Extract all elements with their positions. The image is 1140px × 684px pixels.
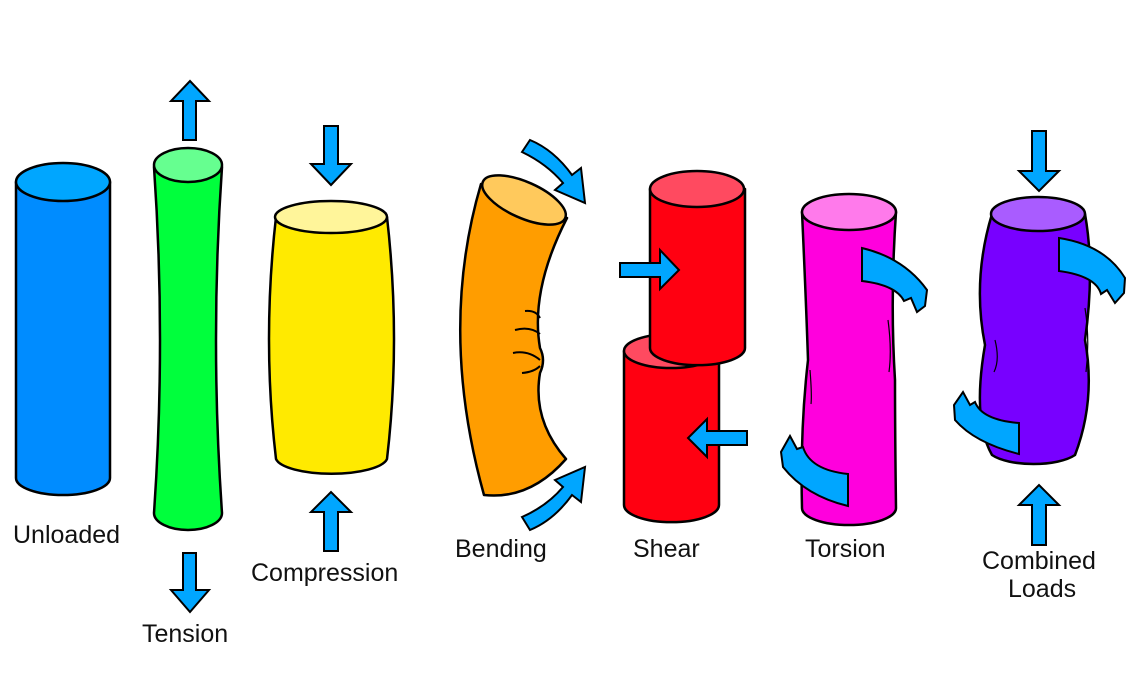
shear-upper-body xyxy=(648,187,747,367)
combined-arrow-bottom-icon xyxy=(952,390,1020,456)
compression-cylinder xyxy=(267,199,396,475)
tension-cylinder xyxy=(152,146,224,532)
combined-arrow-up-icon xyxy=(1016,483,1062,546)
label-combined-line2: Loads xyxy=(1008,575,1076,603)
torsion-top xyxy=(800,192,898,232)
unloaded-body xyxy=(14,180,112,497)
tension-arrow-up-icon xyxy=(168,79,212,141)
combined-top xyxy=(989,195,1087,233)
compression-top xyxy=(273,199,389,235)
torsion-body xyxy=(800,210,898,527)
label-torsion: Torsion xyxy=(805,535,886,563)
torsion-twist-lines xyxy=(809,319,891,405)
combined-arrow-down-icon xyxy=(1016,130,1062,193)
label-tension: Tension xyxy=(142,620,228,648)
torsion-arrow-bottom-icon xyxy=(779,433,849,508)
shear-lower-body xyxy=(622,349,721,524)
tension-arrow-down-icon xyxy=(168,552,212,614)
tension-body xyxy=(152,165,224,532)
bending-cylinder xyxy=(459,174,569,497)
bending-arrow-top-icon xyxy=(520,138,587,205)
bending-body xyxy=(459,182,569,497)
shear-upper-top xyxy=(648,169,746,209)
combined-twist-lines xyxy=(993,307,1089,373)
combined-cylinder xyxy=(978,195,1092,466)
label-combined-line1: Combined xyxy=(982,547,1096,575)
unloaded-cylinder xyxy=(14,161,112,497)
label-bending: Bending xyxy=(455,535,547,563)
bending-arrow-bottom-icon xyxy=(520,465,587,532)
bending-top xyxy=(480,174,568,226)
label-unloaded: Unloaded xyxy=(13,521,120,549)
shear-arrow-right-icon xyxy=(619,247,681,292)
shear-arrow-left-icon xyxy=(686,416,748,460)
combined-arrow-top-icon xyxy=(1058,236,1127,305)
label-shear: Shear xyxy=(633,535,700,563)
tension-top xyxy=(152,146,224,184)
bending-wrinkles xyxy=(512,309,541,374)
compression-arrow-up-icon xyxy=(308,490,354,552)
torsion-cylinder xyxy=(800,192,898,527)
shear-cylinder xyxy=(622,169,747,524)
compression-body xyxy=(267,215,396,475)
torsion-arrow-top-icon xyxy=(861,246,929,314)
label-compression: Compression xyxy=(251,559,398,587)
unloaded-top xyxy=(14,161,112,203)
compression-arrow-down-icon xyxy=(308,125,354,187)
